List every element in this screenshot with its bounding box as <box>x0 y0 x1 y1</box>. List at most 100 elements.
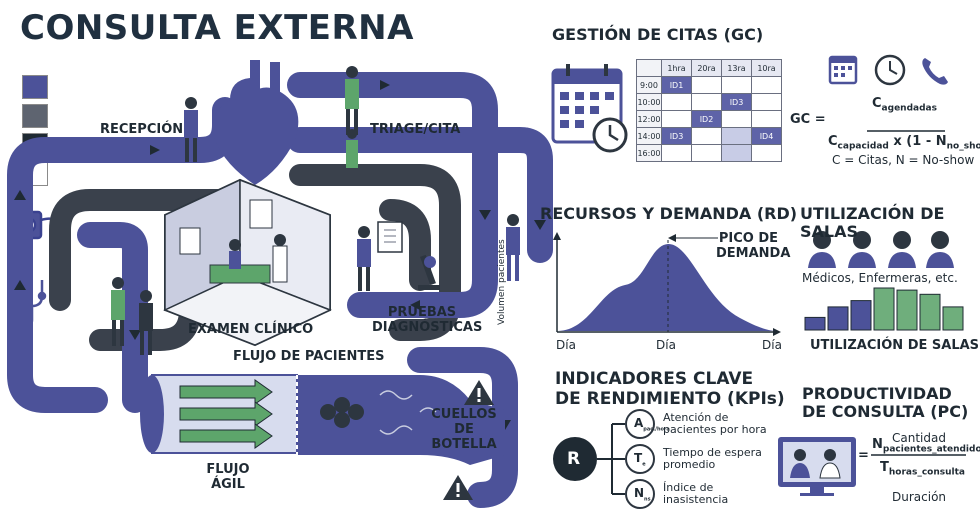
doctor-avatar-1 <box>808 231 836 268</box>
phone-icon <box>922 58 948 85</box>
agile-flow-tube <box>140 374 505 465</box>
kpi-item-line1: Índice de <box>663 481 714 494</box>
pc-title-line2: DE CONSULTA (PC) <box>802 402 969 422</box>
kpi-badge-sub: pac./hora <box>643 426 670 433</box>
kpi-item-line1: Atención de <box>663 411 729 424</box>
swatch-grey <box>22 104 48 128</box>
utilization-bars <box>804 287 964 331</box>
technician-figure <box>357 226 371 291</box>
doctor-avatar-2 <box>888 231 916 268</box>
kpi-badge-main: A <box>634 416 644 430</box>
utilization-bar <box>942 306 964 331</box>
rd-peak-line1: PICO DE <box>718 231 778 246</box>
kpi-title-line2: DE RENDIMIENTO (KPIs) <box>555 388 785 409</box>
pc-den-t: T <box>880 460 889 475</box>
kpi-item-line2: inasistencia <box>663 493 729 507</box>
swatch-primary <box>22 75 48 99</box>
staff-avatars <box>808 231 954 268</box>
us-title: UTILIZACIÓN DE SALAS <box>800 204 945 242</box>
receptionist-figure <box>184 97 198 162</box>
staff-avatar <box>926 231 954 268</box>
gc-slot-cell: ID2 <box>691 110 722 128</box>
gc-time-cell: 9:00 <box>636 76 662 94</box>
pc-formula-eq: = <box>858 448 869 463</box>
gc-formula-lhs: GC = <box>790 112 826 127</box>
kpi-title-line1: INDICADORES CLAVE <box>555 369 754 389</box>
us-caption: Médicos, Enfermeras, etc. <box>802 271 958 285</box>
gc-num-sub: agendadas <box>881 103 937 114</box>
gc-slot-cell <box>751 110 782 128</box>
gc-table-row: 16:00 <box>636 144 782 162</box>
label-pruebas: PRUEBAS DIAGNÓSTICAS <box>372 305 483 336</box>
rd-xtick-2: Día <box>656 338 676 352</box>
gc-slot-cell <box>751 93 782 111</box>
page-title: CONSULTA EXTERNA <box>20 8 414 48</box>
calendar-clock-illustration <box>551 64 628 153</box>
utilization-bar <box>804 316 826 331</box>
pc-title-line1: PRODUCTIVIDAD <box>802 384 952 403</box>
gc-table-row: 12:00 ID2 <box>636 110 782 128</box>
utilization-bar <box>850 300 872 331</box>
gc-slot-cell <box>721 127 752 145</box>
gc-slot-cell <box>691 144 722 162</box>
label-cuellos-line2: BOTELLA <box>431 436 497 452</box>
rd-title: RECURSOS Y DEMANDA (RD) <box>540 204 798 223</box>
kpi-item-line2: promedio <box>663 458 716 472</box>
gc-column-header: 13ra <box>721 59 752 77</box>
demand-curve-chart <box>553 232 781 336</box>
label-cuellos-line1: CUELLOS DE <box>431 407 497 437</box>
label-examen: EXAMEN CLÍNICO <box>188 322 314 337</box>
pc-top-word: Cantidad <box>892 431 946 445</box>
kpi-badge-main: T <box>634 451 643 465</box>
warning-icon-2 <box>443 475 473 500</box>
gc-slot-cell <box>691 76 722 94</box>
patient-figure-1 <box>111 277 125 346</box>
gc-slot-cell <box>721 110 752 128</box>
microscope-icon <box>418 254 440 290</box>
gc-slot-cell <box>691 93 722 111</box>
gc-slot-cell: ID1 <box>661 76 692 94</box>
utilization-bar <box>896 289 918 331</box>
kpi-badge-letter: Apac./hora <box>634 416 670 432</box>
gc-den-n-sub: no_show <box>946 141 980 152</box>
label-triage: TRIAGE/CITA <box>370 122 461 137</box>
gc-slot-cell <box>661 144 692 162</box>
label-pruebas-line1: PRUEBAS <box>387 305 457 320</box>
gc-den-mid: x (1 - N <box>893 134 947 149</box>
kpi-badge-sub: ns <box>644 496 651 503</box>
utilization-bar <box>873 287 895 331</box>
label-cuellos: CUELLOS DE BOTELLA <box>424 407 504 453</box>
gc-den-c: C <box>828 134 838 149</box>
gc-slot-cell <box>751 76 782 94</box>
patient-figure-2 <box>139 290 153 355</box>
rd-ylabel: Volumen pacientes <box>497 239 507 325</box>
gc-column-header: 20ra <box>691 59 722 77</box>
pc-num-n: N <box>872 437 883 452</box>
gc-time-cell: 14:00 <box>636 127 662 145</box>
label-flujo-agil: FLUJO ÁGIL <box>198 462 258 493</box>
xray-monitor-icon <box>377 221 403 253</box>
triage-figure <box>345 66 359 168</box>
gc-legend: C = Citas, N = No-show <box>832 153 975 167</box>
gc-time-cell: 10:00 <box>636 93 662 111</box>
label-flujo-agil-line1: FLUJO <box>206 462 250 477</box>
gc-slot-cell <box>721 76 752 94</box>
label-pruebas-line2: DIAGNÓSTICAS <box>372 319 483 335</box>
utilization-bar <box>827 306 849 331</box>
gc-time-cell: 12:00 <box>636 110 662 128</box>
kpi-badge-letter: Te <box>634 451 646 467</box>
gc-den-c-sub: capacidad <box>837 141 889 152</box>
calendar-icon <box>828 55 858 85</box>
gc-formula-numerator: Cagendadas <box>872 96 937 114</box>
warning-icon-1 <box>464 380 494 405</box>
pc-numerator: Npacientes_atendidos <box>872 437 980 455</box>
utilization-bar <box>919 293 941 331</box>
pc-bottom-word: Duración <box>892 490 947 504</box>
gc-slot-cell <box>661 93 692 111</box>
